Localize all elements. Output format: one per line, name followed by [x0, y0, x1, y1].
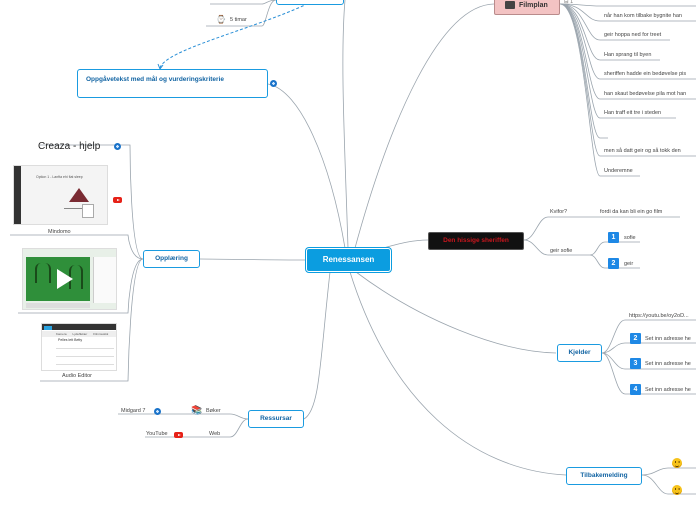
kvifor-answer[interactable]: fordi da kan bli ein go film — [600, 209, 663, 215]
youtube-icon[interactable] — [174, 432, 183, 438]
sheriff-label: Den hissige sheriffen — [443, 237, 509, 244]
duration-label: 5 timar — [230, 17, 247, 23]
filmplan-node[interactable]: Filmplan — [494, 0, 560, 15]
video-thumbnail[interactable] — [22, 248, 117, 310]
geir-sofie-item[interactable]: sofie — [624, 235, 636, 241]
midgard-label[interactable]: Midgard 7 — [121, 408, 146, 414]
youtube-label[interactable]: YouTube — [146, 431, 168, 437]
filmplan-item[interactable]: men så datt geir og så tokk den — [604, 148, 681, 154]
kjelder-item[interactable]: Set inn adresse he — [645, 361, 691, 367]
geir-sofie-item[interactable]: geir — [624, 261, 634, 267]
thumb-tab: Kamera — [56, 332, 67, 336]
number-badge: 4 — [630, 384, 641, 395]
kjelder-node[interactable]: Kjelder — [557, 344, 602, 362]
creaza-help-label[interactable]: Creaza - hjelp — [38, 141, 101, 152]
filmplan-item[interactable]: Han traff eit tre i steden — [604, 110, 662, 116]
audio-editor-caption: Audio Editor — [62, 373, 92, 379]
number-badge: 3 — [630, 358, 641, 369]
opplaering-label: Opplæring — [155, 255, 188, 262]
kvifor-label[interactable]: Kvifor? — [550, 209, 568, 215]
ressursar-node[interactable]: Ressursar — [248, 410, 304, 428]
smiley-icon[interactable] — [672, 485, 682, 495]
filmplan-item[interactable]: sheriffen hadde ein bedøvelse pis — [604, 71, 687, 77]
filmplan-item[interactable]: Han sprang til byen — [604, 52, 652, 58]
filmplan-item[interactable]: Underemne — [604, 168, 633, 174]
oppgave-label: Oppgåvetekst med mål og vurderingskriter… — [86, 76, 224, 83]
smiley-icon[interactable] — [672, 458, 682, 468]
filmplan-item[interactable]: når han kom tilbake bygnite han — [604, 13, 682, 19]
opplaering-node[interactable]: Opplæring — [143, 250, 200, 268]
kjelder-item[interactable]: https://youtu.be/oy2oD... — [629, 313, 689, 319]
duration-icon: ⌚ — [216, 15, 226, 24]
number-badge: 2 — [608, 258, 619, 269]
books-label: Bøker — [206, 408, 221, 414]
web-label: Web — [209, 431, 221, 437]
filmplan-item[interactable]: geir hoppa ned for treet — [604, 32, 662, 38]
kjelder-label: Kjelder — [568, 349, 591, 356]
kjelder-item[interactable]: Set inn adresse he — [645, 336, 691, 342]
filmplan-label: Filmplan — [519, 2, 548, 9]
thumb-title: Option 1 - Lanfta ehi fiat sleep — [36, 175, 83, 179]
mindomo-caption: Mindomo — [48, 229, 71, 235]
play-icon[interactable] — [57, 269, 73, 289]
number-badge: 1 — [608, 232, 619, 243]
books-icon: 📚 — [191, 405, 203, 415]
globe-icon[interactable] — [270, 80, 277, 87]
youtube-icon[interactable] — [113, 197, 122, 203]
globe-icon[interactable] — [154, 408, 161, 415]
globe-icon[interactable] — [114, 143, 121, 150]
thumb-tab: Lydeffekter — [72, 332, 88, 336]
kjelder-item[interactable]: Set inn adresse he — [645, 387, 691, 393]
oppgave-node[interactable]: Oppgåvetekst med mål og vurderingskriter… — [77, 69, 268, 98]
thumb-tab: Filmmusikk — [93, 332, 109, 336]
filmplan-item[interactable]: han skaut bedøvelse pila mot han — [604, 91, 687, 97]
ressursar-label: Ressursar — [260, 415, 292, 422]
sheriff-node[interactable]: Den hissige sheriffen — [428, 232, 524, 250]
collapse-badge-count: 1 — [570, 0, 574, 5]
top-partial-node[interactable] — [276, 0, 344, 5]
collapse-badge[interactable]: ⊟ 1 — [564, 0, 574, 5]
film-icon — [505, 1, 515, 9]
central-topic-label: Renessansen — [322, 255, 375, 264]
tilbakemelding-label: Tilbakemelding — [580, 472, 628, 479]
audio-editor-thumbnail[interactable]: Kamera Lydeffekter Filmmusikk Pelles let… — [41, 323, 117, 371]
number-badge: 2 — [630, 333, 641, 344]
central-topic[interactable]: Renessansen — [306, 248, 391, 272]
tilbakemelding-node[interactable]: Tilbakemelding — [566, 467, 642, 485]
geir-sofie-label[interactable]: geir sofie — [550, 248, 573, 254]
mindomo-thumbnail[interactable]: Option 1 - Lanfta ehi fiat sleep — [13, 165, 108, 225]
thumb-title: Pelles lett Betty — [58, 338, 83, 342]
